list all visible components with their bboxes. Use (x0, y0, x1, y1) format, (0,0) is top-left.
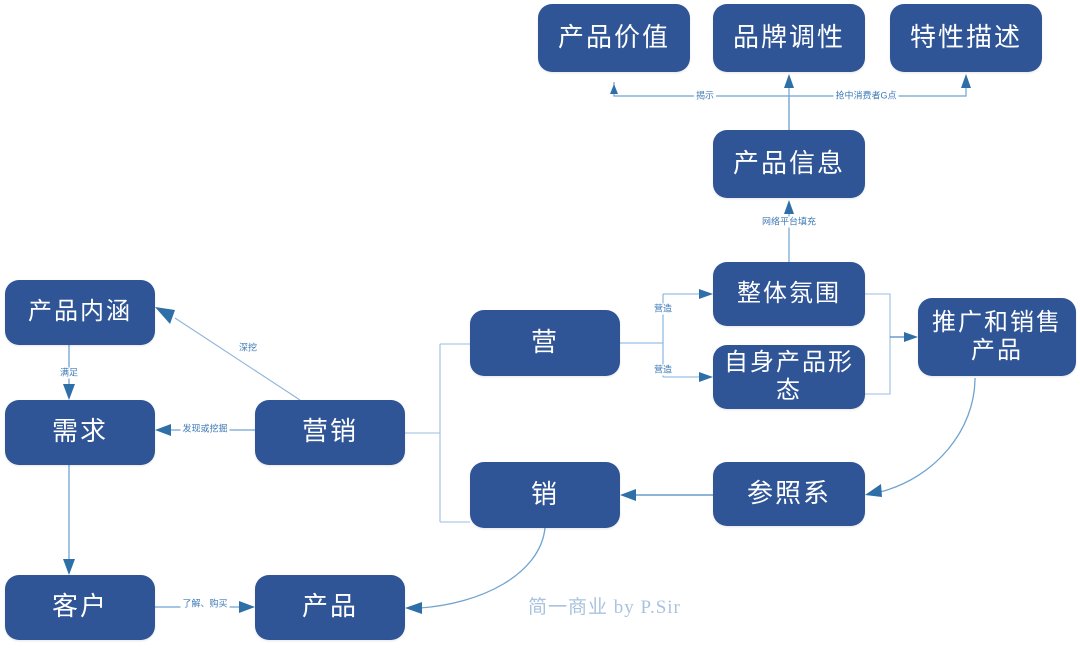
node-demand[interactable]: 需求 (5, 400, 155, 465)
node-product-connotation[interactable]: 产品内涵 (5, 280, 155, 345)
node-label: 产品价值 (557, 22, 670, 52)
node-own-product-form[interactable]: 自身产品形态 (713, 345, 865, 409)
edge-label-discover-or-dig: 发现或挖掘 (180, 423, 230, 435)
node-label: 品牌调性 (732, 22, 845, 52)
node-product[interactable]: 产品 (255, 575, 405, 640)
node-label: 客户 (51, 592, 108, 622)
edge-label-create-top: 营造 (651, 303, 675, 315)
node-label: 营 (530, 327, 559, 357)
node-label: 产品信息 (732, 148, 845, 178)
node-product-value[interactable]: 产品价值 (538, 4, 690, 72)
node-label: 需求 (51, 417, 108, 447)
node-feature-description[interactable]: 特性描述 (890, 4, 1042, 72)
edge-label-platform-fill: 网络平台填充 (759, 216, 819, 228)
node-marketing[interactable]: 营销 (255, 400, 405, 465)
node-label: 营销 (301, 417, 358, 447)
node-product-info[interactable]: 产品信息 (713, 130, 865, 198)
node-ying[interactable]: 营 (470, 310, 620, 376)
node-reference-system[interactable]: 参照系 (713, 462, 865, 526)
node-label: 销 (530, 479, 559, 509)
edge-product-info-to-brand-tone (784, 74, 794, 130)
node-label: 产品内涵 (28, 299, 132, 326)
edge-promote-to-reference (865, 377, 976, 497)
node-label: 推广和销售产品 (932, 309, 1062, 364)
edge-label-reveal: 揭示 (693, 90, 717, 102)
edge-label-hit-consumer-gspot: 抢中消费者G点 (833, 90, 899, 102)
node-xiao[interactable]: 销 (470, 462, 620, 528)
edge-demand-to-customer (63, 465, 75, 575)
edge-xiao-to-product (405, 527, 546, 614)
node-label: 自身产品形态 (724, 349, 854, 404)
edge-reference-to-xiao (620, 489, 713, 501)
node-label: 产品 (301, 592, 358, 622)
node-promote-and-sell-product[interactable]: 推广和销售产品 (918, 298, 1076, 376)
node-label: 整体氛围 (737, 280, 841, 307)
node-label: 特性描述 (909, 22, 1022, 52)
edge-product-info-to-product-value (610, 82, 790, 130)
watermark-text: 简一商业 by P.Sir (528, 597, 681, 618)
edge-overall-atmosphere-to-product-info (784, 200, 794, 262)
edge-label-create-bottom: 营造 (651, 364, 675, 376)
node-brand-tone[interactable]: 品牌调性 (713, 4, 865, 72)
node-customer[interactable]: 客户 (5, 575, 155, 640)
node-overall-atmosphere[interactable]: 整体氛围 (713, 262, 865, 326)
edge-marketing-to-ying-xiao (405, 343, 470, 523)
edge-marketing-to-connotation (155, 307, 301, 401)
edge-label-deep-dig: 深挖 (238, 342, 258, 353)
edge-label-learn-buy: 了解、购买 (180, 598, 230, 610)
node-label: 参照系 (746, 478, 831, 508)
edge-label-satisfy: 满足 (57, 367, 81, 379)
edge-atmosphere-form-to-promote (865, 293, 918, 395)
